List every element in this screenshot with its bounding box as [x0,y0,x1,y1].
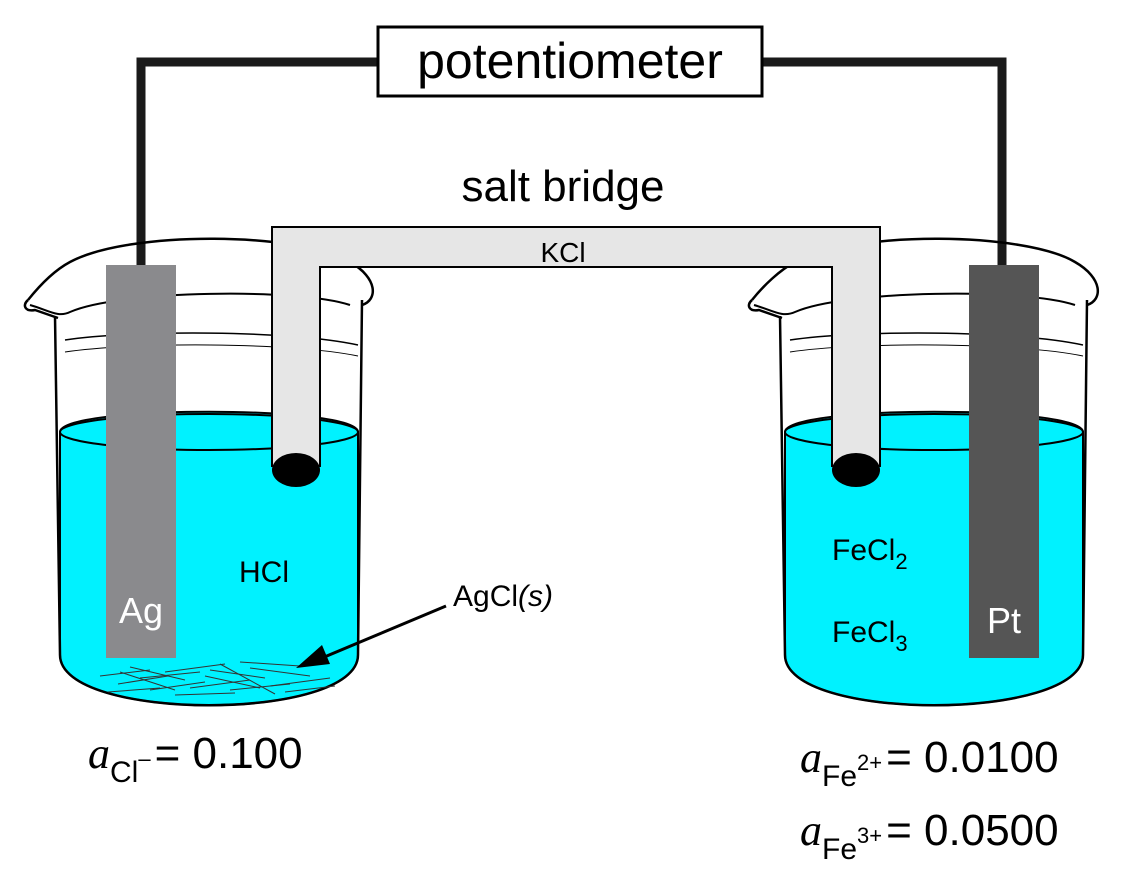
precipitate-formula: AgCl [453,580,518,613]
iron3-activity: aFe3+= 0.0500 [800,806,1059,866]
silver-electrode [106,265,176,658]
left-wire [136,57,378,265]
right-beaker-rim [751,237,1100,307]
right-beaker-spout [747,299,783,320]
potentiometer-label: potentiometer [417,33,723,89]
right-solution-label-2: FeCl3 [832,616,908,656]
right-solution-surface [784,413,1084,451]
right-solution-label-1: FeCl2 [832,534,908,574]
left-solution-label: HCl [239,556,289,589]
agcl-precipitate [99,661,336,696]
left-beaker-rim [27,237,375,307]
platinum-electrode-label: Pt [987,600,1021,641]
silver-electrode-label: Ag [119,590,163,631]
right-beaker [747,237,1100,707]
right-beaker-highlight [789,332,1084,346]
left-beaker-spout [23,299,59,320]
platinum-electrode [969,265,1039,658]
left-frit [272,453,320,487]
potentiometer-box [376,25,764,98]
left-beaker-highlight [64,332,359,346]
precipitate-state: (s) [518,580,553,613]
salt-bridge: KCl [271,226,881,487]
chloride-activity: aCl–= 0.100 [88,729,303,789]
right-beaker-highlight-2 [789,344,1084,357]
right-wire [762,57,1007,265]
precipitate-label: AgCl(s) [453,580,553,613]
left-beaker-glass [53,299,364,707]
right-frit [832,453,880,487]
left-solution-surface [59,413,359,451]
potentiometer: potentiometer [376,25,764,98]
left-beaker-highlight-2 [64,344,359,357]
precipitate-arrow-head [296,645,330,668]
right-beaker-glass [778,299,1089,707]
salt-bridge-electrolyte-label: KCl [540,237,585,268]
precipitate-arrow-line [321,604,447,660]
iron2-activity: aFe2+= 0.0100 [800,733,1059,793]
salt-bridge-label: salt bridge [461,162,664,211]
